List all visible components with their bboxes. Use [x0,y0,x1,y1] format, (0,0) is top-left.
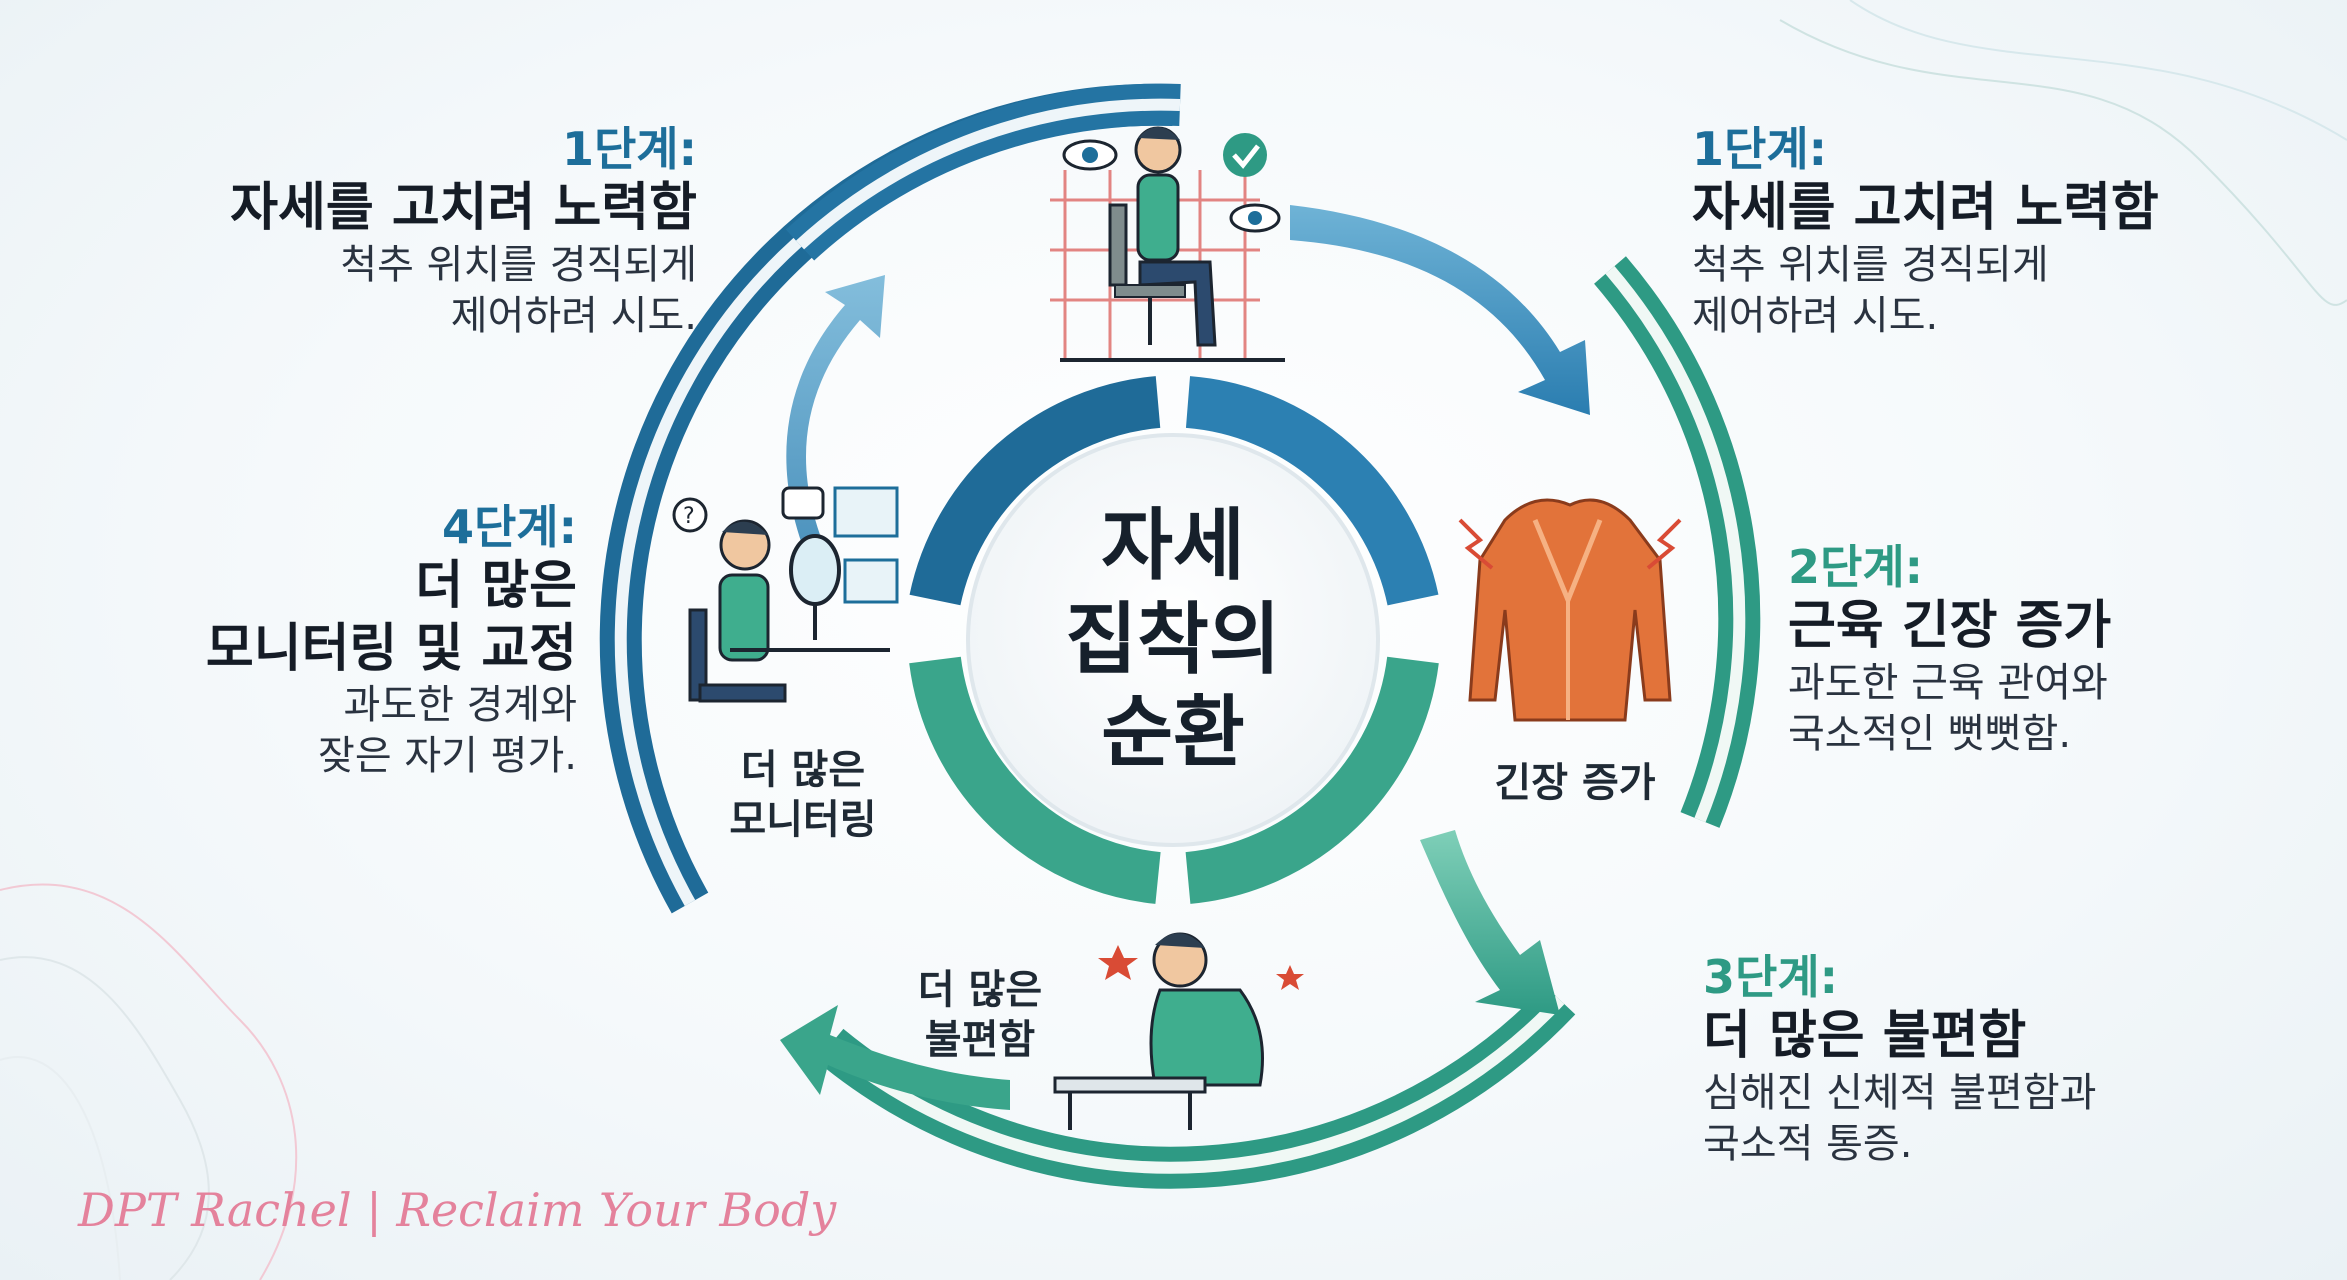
stage-3-block: 3단계: 더 많은 불편함 심해진 신체적 불편함과 국소적 통증. [1703,950,2096,1170]
middle-ring [909,376,1439,904]
stage-description: 제어하려 시도. [1692,292,1939,339]
inner-label-monitoring: 더 많은 모니터링 [693,745,913,845]
center-circle [966,433,1380,847]
stage-heading: 모니터링 및 교정 [205,618,577,679]
stage-description: 국소적인 뻣뻣함. [1788,710,2072,757]
stage-description: 심해진 신체적 불편함과 [1703,1069,2097,1116]
eye-icon [1062,139,1118,171]
stage-description: 과도한 근육 관여와 [1788,659,2108,706]
stage-heading: 더 많은 불편함 [1703,1006,2027,1067]
pain-person-icon [1053,932,1304,1130]
stage-label: 1단계: [561,122,697,176]
inner-label-line: 불편함 [924,1017,1036,1063]
checkmark-icon [1223,133,1267,177]
decor-curve [1779,19,2347,306]
stage-label: 4단계: [441,500,577,554]
inner-label-discomfort: 더 많은 불편함 [880,965,1080,1065]
stage-heading: 자세를 고치려 노력함 [1692,178,2159,239]
arrow-bottom-right [1420,830,1560,1015]
footer-credit: DPT Rachel | Reclaim Your Body [78,1183,837,1237]
seated-person-icon [1050,126,1285,362]
inner-label-line: 더 많은 [740,747,866,793]
outer-ring-teal [1605,266,1746,823]
decor-curve [1849,0,2347,141]
center-title-line: 순환 [1101,688,1245,779]
stage-label: 1단계: [1692,122,1828,176]
outer-ring-blue-top [795,98,1181,250]
svg-text:?: ? [683,504,695,529]
muscle-back-icon [1458,498,1682,722]
stage-heading: 더 많은 [415,556,577,617]
stage-label: 2단계: [1788,540,1924,594]
arrow-top-right [1290,205,1590,415]
center-title-line: 자세 [1101,501,1245,591]
stage-heading: 근육 긴장 증가 [1788,596,2112,657]
mirror-person-icon [688,486,899,703]
inner-label-line: 더 많은 [917,967,1043,1013]
stage-description: 제어하려 시도. [450,292,697,339]
stage-description: 척추 위치를 경직되게 [1692,241,2049,288]
stage-2-block: 2단계: 근육 긴장 증가 과도한 근육 관여와 국소적인 뻣뻣함. [1788,540,2111,760]
center-title: 자세 집착의 순환 [1003,500,1343,781]
inner-label-line: 긴장 증가 [1494,760,1656,806]
outer-ring-teal-bottom [826,995,1565,1174]
center-title-line: 집착의 [1065,594,1281,685]
stage-1-right-block: 1단계: 자세를 고치려 노력함 척추 위치를 경직되게 제어하려 시도. [1692,122,2159,342]
eye-icon [1229,203,1281,233]
stage-description: 척추 위치를 경직되게 [340,241,697,288]
stage-1-left-block: 1단계: 자세를 고치려 노력함 척추 위치를 경직되게 제어하려 시도. [230,122,697,342]
question-bubble-icon: ? [672,497,708,533]
stage-4-block: 4단계: 더 많은 모니터링 및 교정 과도한 경계와 잦은 자기 평가. [206,500,577,782]
inner-label-tension: 긴장 증가 [1455,758,1695,808]
inner-label-line: 모니터링 [729,797,877,843]
stage-heading: 자세를 고치려 노력함 [230,178,697,239]
arrow-left-up [786,275,885,565]
stage-description: 국소적 통증. [1703,1120,1913,1167]
arrow-bottom-left [780,1005,1010,1110]
decor-curve [0,956,210,1280]
stage-label: 3단계: [1703,950,1839,1004]
decor-curve [0,1056,121,1280]
decor-curve [0,883,298,1280]
stage-description: 잦은 자기 평가. [318,733,577,780]
stage-description: 과도한 경계와 [343,681,577,728]
